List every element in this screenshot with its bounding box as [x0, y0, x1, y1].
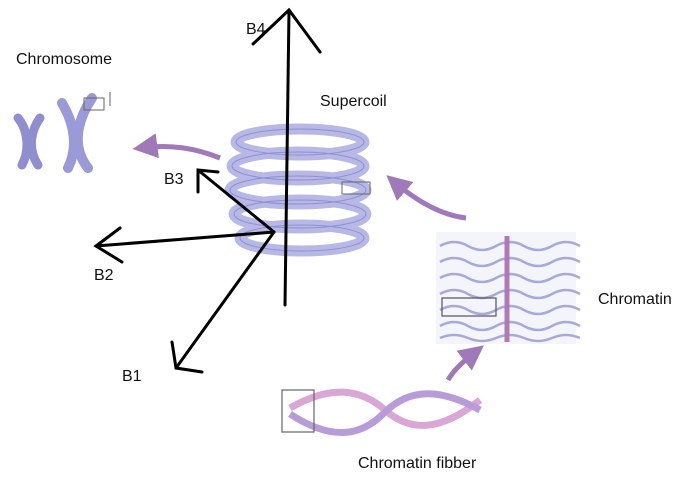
b4-label: B4	[246, 22, 266, 38]
chromatin-label: Chromatin	[598, 292, 672, 308]
chromosome-label: Chromosome	[16, 52, 112, 68]
b1-label: B1	[122, 369, 142, 385]
b2-label: B2	[94, 268, 114, 284]
fibre-to-chromatin-arrow	[448, 350, 478, 380]
chromatin-illustration	[436, 232, 580, 344]
vector-arrows	[96, 10, 320, 372]
chromatin-to-supercoil-arrow	[392, 180, 466, 218]
chromatin-fibre-illustration	[282, 390, 480, 433]
supercoil-to-chromosome-arrow	[140, 146, 220, 158]
chromatin-fibber-label: Chromatin fibber	[358, 456, 476, 472]
chromosome-illustration	[18, 92, 110, 168]
b1-arrow	[172, 232, 274, 372]
b3-label: B3	[164, 172, 184, 188]
supercoil-label: Supercoil	[320, 94, 387, 110]
